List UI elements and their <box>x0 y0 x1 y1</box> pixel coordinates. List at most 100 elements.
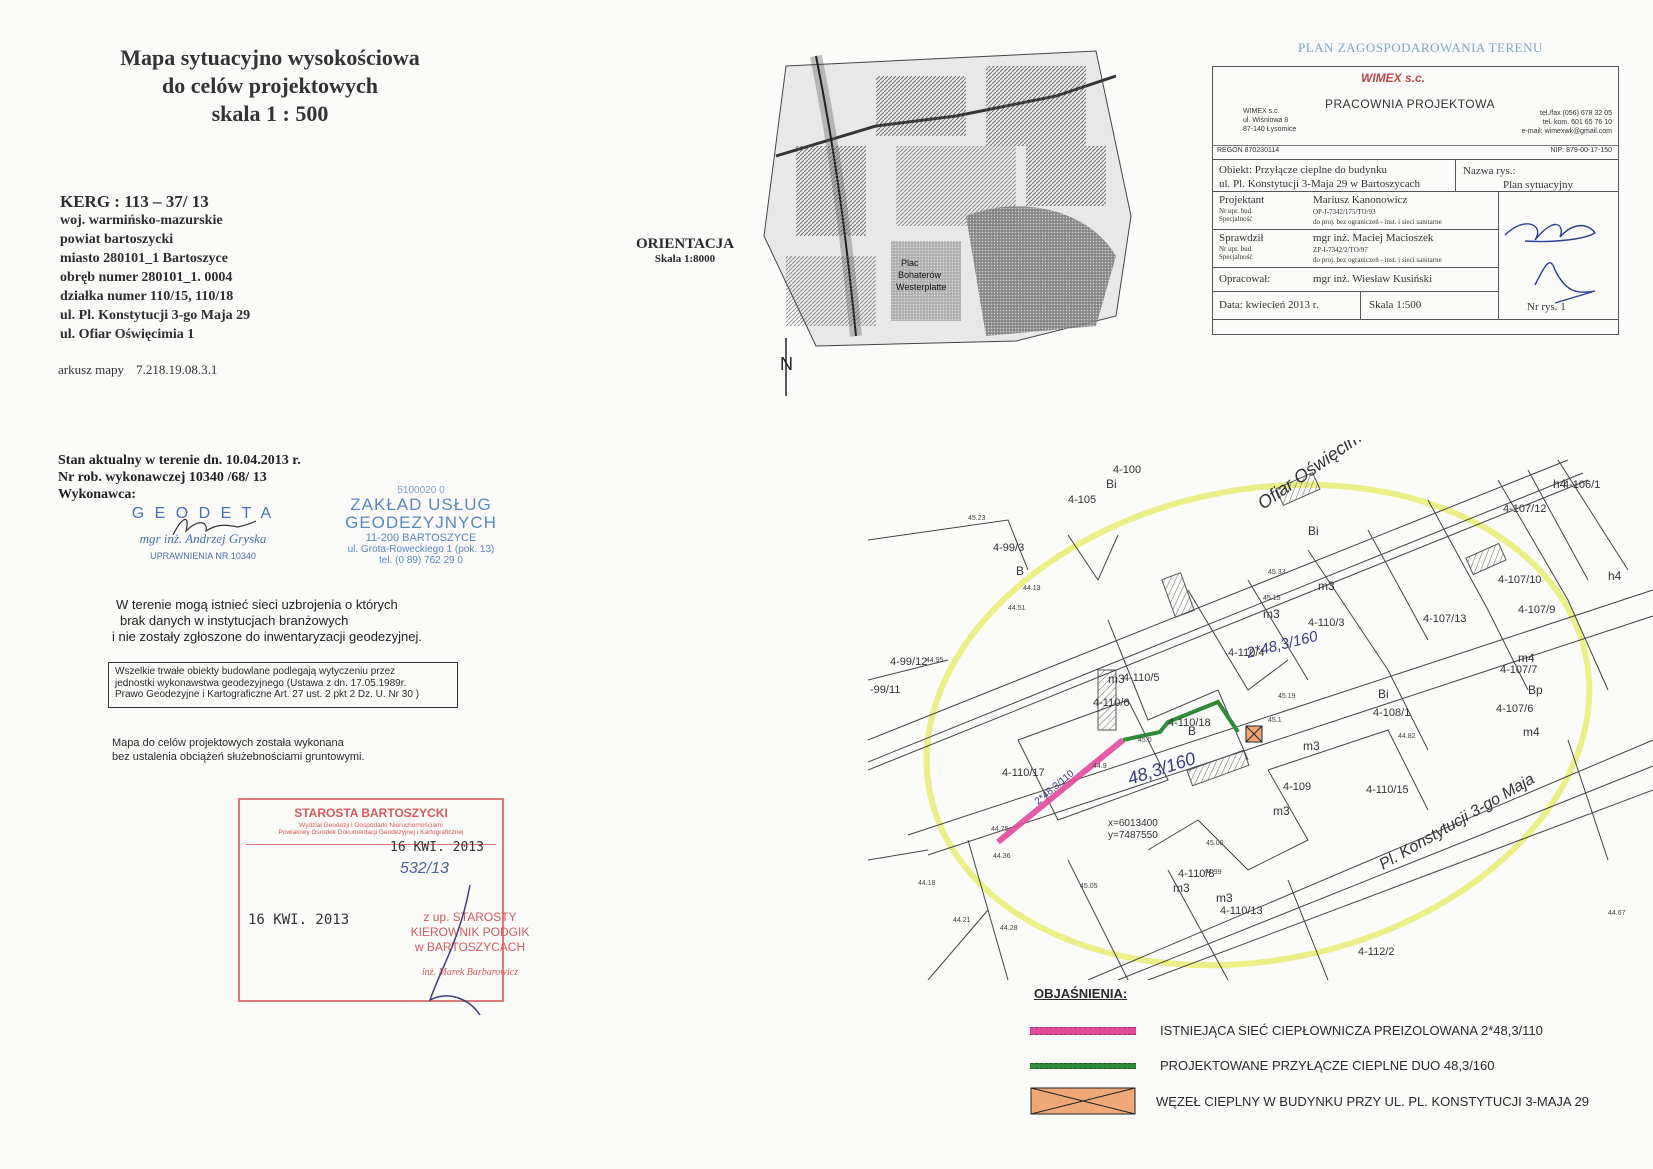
sign-line: KIEROWNIK PODGIK <box>410 925 530 939</box>
height-point: 45.19 <box>1278 693 1296 700</box>
parcel-label: 4-110/13 <box>1220 905 1263 917</box>
parcel-label: 4-110/5 <box>1123 672 1160 684</box>
orientation-map: Plac Bohaterów Westerplatte N <box>763 50 1132 396</box>
title-block: WIMEX s.c. PRACOWNIA PROJEKTOWA WIMEX s.… <box>1212 66 1619 335</box>
height-point: 44.28 <box>1000 925 1018 932</box>
prepared-name: mgr inż. Wiesław Kusiński <box>1313 273 1433 285</box>
work-number: Nr rob. wykonawczej 10340 /68/ 13 <box>58 470 267 485</box>
stamp-date-2: 16 KWI. 2013 <box>248 912 350 928</box>
building-class: m4 <box>1523 725 1540 739</box>
height-point: 44.21 <box>953 917 971 924</box>
meta-line: ul. Ofiar Oświęcimia 1 <box>60 327 195 342</box>
height-point: 44.18 <box>918 880 936 887</box>
geodeta-signature <box>172 518 257 536</box>
legend-text: ISTNIEJĄCA SIEĆ CIEPŁOWNICZA PREIZOLOWAN… <box>1160 1023 1543 1038</box>
sheet-label: arkusz mapy <box>58 362 125 377</box>
note-line: i nie zostały zgłoszone do inwentaryzacj… <box>112 629 423 644</box>
building-class: m3 <box>1303 739 1320 753</box>
state-date: Stan aktualny w terenie dn. 10.04.2013 r… <box>58 453 301 468</box>
parcel-label: 4-110/18 <box>1168 717 1211 729</box>
parcel-label: 4-109 <box>1283 781 1311 793</box>
addr-line: ul. Wiśniowa 8 <box>1243 117 1289 124</box>
height-point: 45.23 <box>968 515 986 522</box>
email: e-mail: wimexwk@gmail.com <box>1521 128 1612 135</box>
parcel-label: 4-107/7 <box>1500 664 1537 676</box>
company-logo: WIMEX s.c. <box>1361 71 1426 85</box>
signatures <box>1504 223 1596 304</box>
sheet-number: 7.218.19.08.3.1 <box>136 362 218 377</box>
parcel-label: 4-110/6 <box>1093 697 1130 709</box>
parcel-label: 4-100 <box>1113 464 1141 476</box>
sheet-info: arkusz mapy 7.218.19.08.3.1 <box>58 362 217 378</box>
meta-line: obręb numer 280101_1. 0004 <box>60 270 233 285</box>
sign-name: inż. Marek Barbarowicz <box>421 967 519 978</box>
zaklad-phone: tel. (0 89) 762 29 0 <box>379 555 463 566</box>
title-line-2: do celów projektowych <box>162 73 378 98</box>
legend: OBJAŚNIENIA: ISTNIEJĄCA SIEĆ CIEPŁOWNICZ… <box>1030 986 1630 1115</box>
person-name: mgr inż. Maciej Macioszek <box>1313 232 1434 244</box>
place-label: Plac <box>901 258 919 268</box>
parcel-label: 4-107/10 <box>1498 574 1541 586</box>
building <box>1186 749 1250 787</box>
building-class: Bi <box>1106 477 1117 491</box>
parcel-label: 4-110/4 <box>1228 647 1265 659</box>
pink-line-swatch <box>1030 1026 1136 1035</box>
survey-state: Stan aktualny w terenie dn. 10.04.2013 r… <box>58 452 301 503</box>
height-point: 45.00 <box>1206 840 1224 847</box>
zaklad-name-2: GEODEZYJNYCH <box>345 513 497 532</box>
kerg-number: KERG : 113 – 37/ 13 <box>60 192 209 211</box>
sign-line: w BARTOSZYCACH <box>414 940 526 954</box>
object-description: Obiekt: Przyłącze cieplne do budynku ul.… <box>1219 163 1420 191</box>
orientation-title: ORIENTACJA <box>636 236 735 252</box>
phone: tel./fax (056) 678 32 05 <box>1540 110 1612 117</box>
note-line: bez ustalenia obciążeń służebnościami gr… <box>112 751 365 763</box>
height-point: 44.9 <box>1093 763 1107 770</box>
meta-line: woj. warmińsko-mazurskie <box>60 213 223 228</box>
notice-line: Prawo Geodezyjne i Kartograficzne Art. 2… <box>115 689 420 700</box>
speciality: do proj. bez ograniczeń - inst. i sieci … <box>1313 218 1442 226</box>
height-point: 44.82 <box>1398 733 1416 740</box>
sign-line: z up. STAROSTY <box>423 910 517 924</box>
building-class: m4 <box>1518 651 1535 665</box>
geodeta-license: UPRAWNIENIA NR 10340 <box>150 551 256 561</box>
notice-line: Wszelkie trwałe obiekty budowlane podleg… <box>115 666 396 677</box>
speciality: do proj. bez ograniczeń - inst. i sieci … <box>1313 256 1442 264</box>
building-class: m3 <box>1216 891 1233 905</box>
legend-item: WĘZEŁ CIEPLNY W BUDYNKU PRZY UL. PL. KON… <box>1030 1087 1630 1115</box>
meta-line: działka numer 110/15, 110/18 <box>60 289 234 304</box>
parcel-label: 4-105 <box>1068 494 1096 506</box>
title-line-3: skala 1 : 500 <box>211 101 329 126</box>
meta-line: powiat bartoszycki <box>60 232 174 247</box>
building <box>1161 572 1195 618</box>
note-line: W terenie mogą istnieć sieci uzbrojenia … <box>116 597 398 612</box>
parcel-label: 4-107/6 <box>1496 703 1533 715</box>
legend-text: PROJEKTOWANE PRZYŁĄCZE CIEPLNE DUO 48,3/… <box>1160 1058 1495 1073</box>
building-class: m3 <box>1108 672 1125 686</box>
drawing-name-label: Nazwa rys.: <box>1463 165 1516 177</box>
geodeta-title: G E O D E T A <box>131 505 275 522</box>
building-class: B <box>1016 564 1024 578</box>
building-class: Bi <box>1308 524 1319 538</box>
map-title: Mapa sytuacyjno wysokościowa do celów pr… <box>60 44 480 128</box>
addr-line: WIMEX s.c. <box>1243 108 1280 115</box>
building-class: B <box>1188 724 1196 738</box>
new-heating-connection <box>1122 699 1240 742</box>
meta-line: ul. Pl. Konstytucji 3-go Maja 29 <box>60 308 251 323</box>
note-line: Mapa do celów projektowych została wykon… <box>112 737 344 749</box>
license-number: ZP-I-7342/2/TO/97 <box>1313 246 1368 254</box>
drawing-name: Plan sytuacyjny <box>1503 179 1573 191</box>
checker-row: Sprawdził mgr inż. Maciej Macioszek Nr u… <box>1219 232 1499 264</box>
geodeta-name: mgr inż. Andrzej Gryska <box>139 531 267 546</box>
building-class: m3 <box>1263 607 1280 621</box>
zaklad-street: ul. Grota-Roweckiego 1 (pok. 13) <box>347 544 495 555</box>
place-label: Bohaterów <box>898 270 942 280</box>
legend-text: WĘZEŁ CIEPLNY W BUDYNKU PRZY UL. PL. KON… <box>1156 1093 1589 1109</box>
height-point: 44.95 <box>926 657 944 664</box>
starosta-signature: z up. STAROSTY KIEROWNIK PODGIK w BARTOS… <box>390 910 550 980</box>
height-point: 45.1 <box>1268 717 1282 724</box>
regon: REGON 870230114 <box>1217 147 1280 154</box>
addr-line: 87-140 Łysomice <box>1243 126 1297 133</box>
parcel-label: 4-107/9 <box>1518 604 1555 616</box>
role-label: Projektant <box>1219 194 1265 206</box>
building-class: m3 <box>1173 881 1190 895</box>
